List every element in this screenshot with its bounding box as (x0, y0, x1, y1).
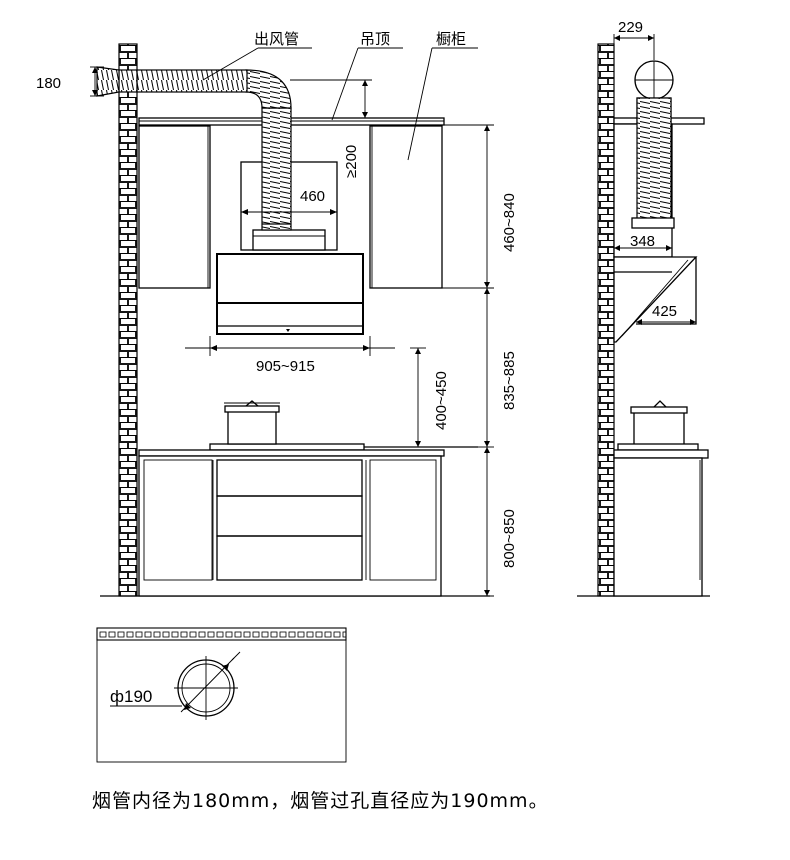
dim-min-gap: ≥200 (343, 145, 360, 178)
dim-side-offset: 229 (618, 19, 643, 36)
label-ceiling: 吊顶 (360, 31, 390, 48)
base-cabinet (138, 455, 442, 597)
countertop (138, 449, 445, 457)
front-brick-wall (118, 43, 138, 597)
dim-side-top-depth: 348 (630, 233, 655, 250)
duct-outlet (96, 66, 120, 97)
horizontal-duct (118, 69, 248, 93)
detail-brick-strip (96, 627, 347, 641)
front-dimensions (90, 66, 494, 597)
side-view (577, 34, 710, 597)
side-brick-wall (597, 43, 615, 597)
dim-duct-dia: 180 (36, 75, 61, 92)
left-wall-cabinet (138, 125, 211, 289)
pot (227, 408, 277, 445)
hole-detail (96, 627, 347, 763)
right-wall-cabinet (369, 125, 443, 289)
front-view (96, 43, 490, 597)
dim-cabinet-height: 460~840 (501, 193, 518, 252)
footnote: 烟管内径为180mm，烟管过孔直径应为190mm。 (92, 790, 549, 812)
duct-elbow (245, 69, 292, 109)
dim-hole-dia: ф190 (110, 687, 152, 706)
side-base-cabinet (613, 457, 703, 597)
label-cabinet: 橱柜 (436, 31, 466, 48)
hob (209, 443, 365, 451)
dim-mount-height: 835~885 (501, 351, 518, 410)
dim-side-depth: 425 (652, 303, 677, 320)
side-pot (633, 410, 685, 447)
dim-hob-clearance: 400~450 (433, 371, 450, 430)
side-counter (613, 449, 709, 459)
side-hood-profile (613, 256, 698, 343)
label-leaders (202, 47, 478, 161)
dim-hood-top-width: 460 (300, 188, 325, 205)
hood-body (216, 253, 364, 335)
vertical-duct (261, 107, 292, 231)
dim-counter-height: 800~850 (501, 509, 518, 568)
dim-hood-width: 905~915 (256, 358, 315, 375)
label-duct: 出风管 (254, 31, 299, 48)
